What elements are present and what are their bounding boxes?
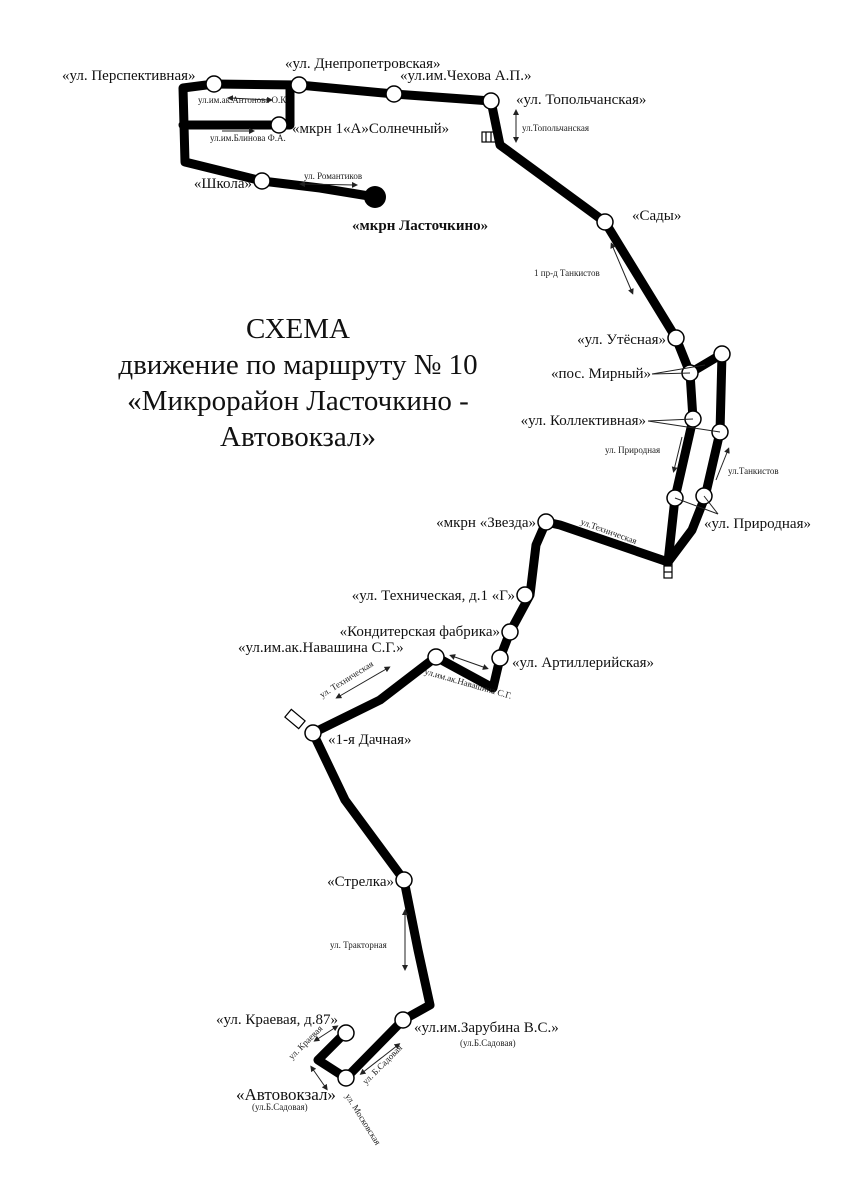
map-title: СХЕМА движение по маршруту № 10 «Микрора… (118, 313, 477, 453)
label-zarubina-note: (ул.Б.Садовая) (460, 1038, 516, 1048)
stop-navashina[interactable] (427, 648, 445, 666)
direction-arrows (222, 95, 730, 1091)
stop-kraevaya[interactable] (337, 1024, 355, 1042)
street-tekhnicheskaya-b: ул. Техническая (318, 659, 375, 700)
label-tekhnicheskaya-1g: «ул. Техническая, д.1 «Г» (352, 588, 515, 604)
label-avtovokzal-note: (ул.Б.Садовая) (252, 1102, 308, 1112)
street-b-sadovaya: ул. Б.Садовая (360, 1043, 404, 1087)
stop-sady[interactable] (596, 213, 614, 231)
label-kollektivnaya: «ул. Коллективная» (521, 413, 646, 429)
street-antonova: ул.им.ак.Антонова О.К (198, 95, 287, 105)
label-dnepropetrovskaya: «ул. Днепропетровская» (285, 56, 440, 72)
label-perspektivnaya: «ул. Перспективная» (62, 68, 196, 84)
label-konditerskaya: «Кондитерская фабрика» (340, 624, 500, 640)
stop-solnechny[interactable] (270, 116, 288, 134)
stop-tekhnicheskaya-1g[interactable] (516, 586, 534, 604)
street-traktornaya: ул. Тракторная (330, 940, 387, 950)
street-topolchanskaya: ул.Топольчанская (522, 123, 589, 133)
stop-avtovokzal[interactable] (337, 1069, 355, 1087)
stops (205, 75, 731, 1087)
street-romantikov: ул. Романтиков (304, 171, 362, 181)
label-artilleriyskaya: «ул. Артиллерийская» (512, 655, 654, 671)
street-moskovskaya: ул. Московская (343, 1092, 383, 1147)
label-kraevaya: «ул. Краевая, д.87» (216, 1012, 338, 1028)
title-line-1: СХЕМА (246, 313, 350, 345)
stop-dnepropetrovskaya[interactable] (290, 76, 308, 94)
stop-zvezda[interactable] (537, 513, 555, 531)
stop-topolchanskaya[interactable] (482, 92, 500, 110)
stop-mirny-2[interactable] (713, 345, 731, 363)
street-blinova: ул.им.Блинова Ф.А. (210, 133, 286, 143)
stop-zarubina[interactable] (394, 1011, 412, 1029)
pointer-lines (647, 364, 721, 515)
street-prirodnaya: ул. Природная (605, 445, 660, 455)
stop-konditerskaya[interactable] (501, 623, 519, 641)
label-chekhova: «ул.им.Чехова А.П.» (400, 68, 531, 84)
label-solnechny: «мкрн 1«А»Солнечный» (292, 121, 449, 137)
label-mirny: «пос. Мирный» (551, 366, 651, 382)
label-shkola: «Школа» (194, 176, 252, 192)
label-navashina: «ул.им.ак.Навашина С.Г.» (238, 640, 404, 656)
stop-shkola[interactable] (253, 172, 271, 190)
title-line-2: движение по маршруту № 10 (118, 349, 477, 381)
street-tankistov-pr: 1 пр-д Танкистов (534, 268, 600, 278)
label-topolchanskaya: «ул. Топольчанская» (516, 92, 646, 108)
label-dachnaya: «1-я Дачная» (328, 732, 412, 748)
label-zvezda: «мкрн «Звезда» (436, 515, 536, 531)
stop-utesnaya[interactable] (667, 329, 685, 347)
title-line-3: «Микрорайон Ласточкино - (127, 385, 469, 417)
label-avtovokzal: «Автовокзал» (236, 1085, 336, 1104)
label-lastochkino: «мкрн Ласточкино» (352, 218, 488, 234)
street-tankistov: ул.Танкистов (728, 466, 779, 476)
railway-crossing-icon (284, 131, 673, 730)
terminal-start-marker[interactable] (364, 186, 386, 208)
label-zarubina: «ул.им.Зарубина В.С.» (414, 1020, 559, 1036)
stop-chekhova[interactable] (385, 85, 403, 103)
label-prirodnaya: «ул. Природная» (704, 516, 811, 532)
title-line-4: Автовокзал» (220, 421, 376, 453)
label-strelka: «Стрелка» (327, 874, 394, 890)
stop-artilleriyskaya[interactable] (491, 649, 509, 667)
label-sady: «Сады» (632, 208, 681, 224)
stop-perspektivnaya[interactable] (205, 75, 223, 93)
stop-strelka[interactable] (395, 871, 413, 889)
stop-dachnaya[interactable] (304, 724, 322, 742)
label-utesnaya: «ул. Утёсная» (577, 332, 666, 348)
